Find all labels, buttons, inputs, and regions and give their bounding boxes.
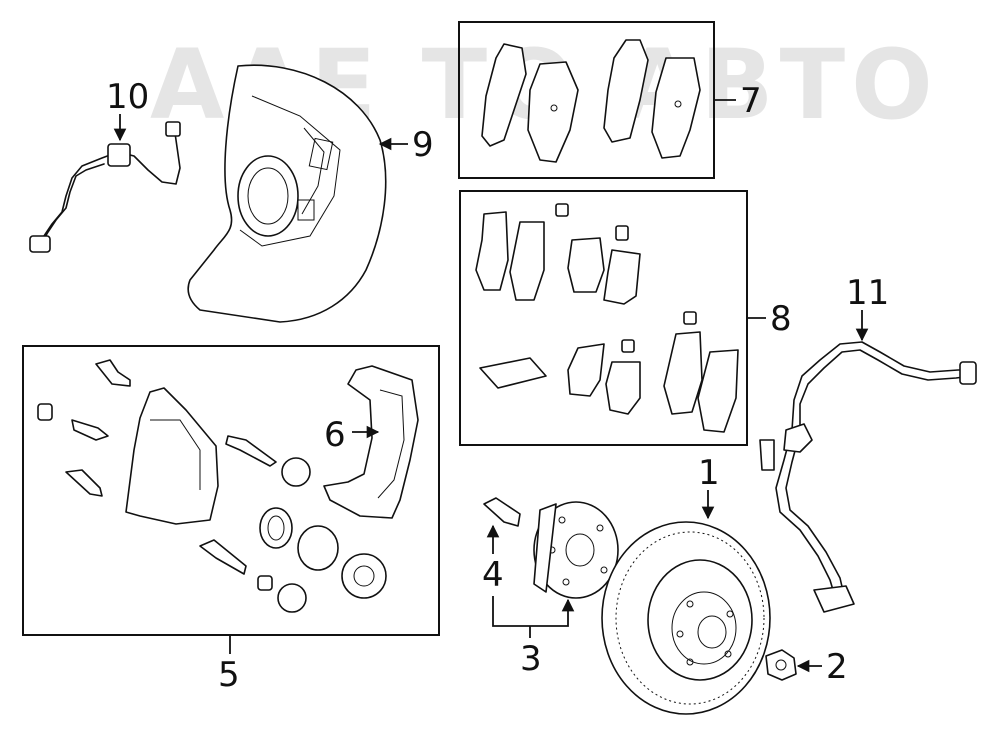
callout-8: 8 [770,299,792,339]
callout-9: 9 [412,125,434,165]
part-6-bracket [323,365,419,519]
part-4-hub-bolt [483,497,521,527]
part-10-brake-hose [29,121,181,253]
callout-1: 1 [698,453,720,493]
callout-2: 2 [826,647,848,687]
part-5-box [22,345,440,636]
leader-3 [492,596,575,627]
part-7-pads [481,39,701,163]
callout-10: 10 [106,77,149,117]
callout-4: 4 [482,555,504,595]
callout-5: 5 [218,655,240,695]
part-9-dust-shield [187,64,387,323]
part-1-disc [601,521,771,715]
part-8-hardware [475,203,739,433]
part-3-hub [533,501,619,599]
callout-7: 7 [740,81,762,121]
callout-3: 3 [520,639,542,679]
part-11-speed-sensor [759,341,977,613]
part-5-caliper [37,359,387,613]
callout-6: 6 [324,415,346,455]
part-2-nut [765,649,797,681]
callout-11: 11 [846,273,889,313]
